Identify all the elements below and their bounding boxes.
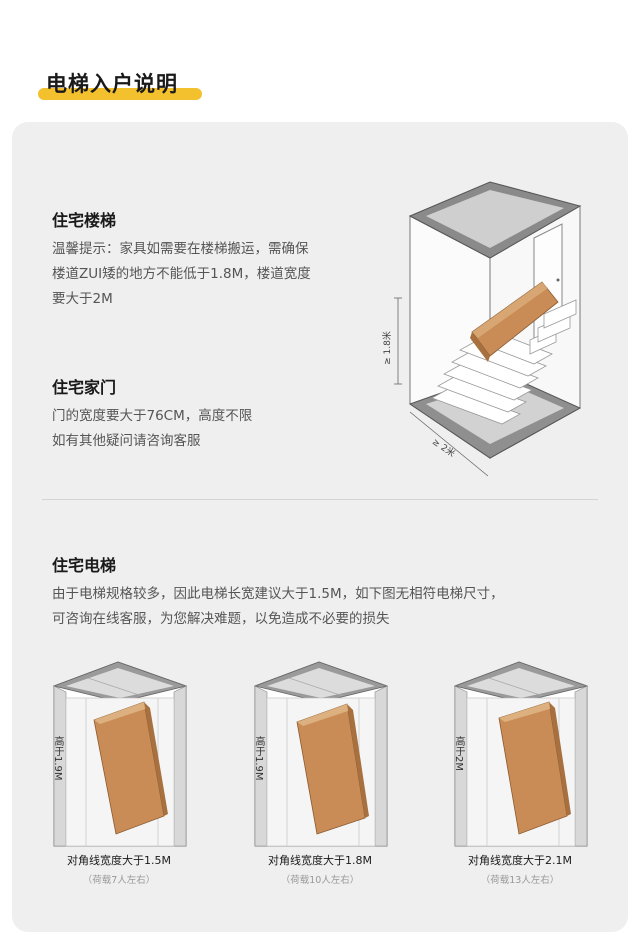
elevator-height-label: 高于1.9M — [52, 736, 63, 781]
title-highlight — [38, 88, 202, 100]
stairs-line: 楼道ZUI矮的地方不能低于1.8M，楼道宽度 — [52, 266, 311, 282]
door-line: 门的宽度要大于76CM，高度不限 — [52, 408, 253, 424]
elevator-caption: 对角线宽度大于1.5M — [67, 854, 171, 867]
elevator-line: 可咨询在线客服，为您解决难题，以免造成不必要的损失 — [52, 611, 390, 627]
page-title: 电梯入户说明 — [46, 72, 178, 96]
elevator-line: 由于电梯规格较多，因此电梯长宽建议大于1.5M，如下图无相符电梯尺寸， — [52, 586, 504, 602]
stairs-text: 温馨提示：家具如需要在楼梯搬运，需确保 楼道ZUI矮的地方不能低于1.8M，楼道… — [52, 237, 311, 312]
elevator-height-label: 高于1.9M — [253, 736, 264, 781]
door-line: 如有其他疑问请咨询客服 — [52, 433, 201, 449]
door-text: 门的宽度要大于76CM，高度不限 如有其他疑问请咨询客服 — [52, 404, 252, 454]
elevator-illustration — [453, 661, 589, 847]
elevator-illustration — [253, 661, 389, 847]
stairs-line: 要大于2M — [52, 291, 113, 307]
elevator-illustration — [52, 661, 188, 847]
elevator-capacity: （荷载10人左右） — [280, 875, 360, 886]
title-wrap: 电梯入户说明 — [38, 68, 208, 104]
door-title: 住宅家门 — [52, 378, 117, 397]
elevator-title: 住宅电梯 — [52, 556, 117, 575]
section-divider — [42, 499, 598, 500]
elevator-height-label: 高于2M — [453, 736, 464, 771]
elevator-capacity: （荷载13人左右） — [480, 875, 560, 886]
stairwell-illustration: ≥ 1.8米 ≥ 2米 — [381, 181, 582, 477]
elevator-card-3: 高于2M 对角线宽度大于2.1M （荷载13人左右） — [447, 658, 593, 886]
elevator-card-2: 高于1.9M 对角线宽度大于1.8M （荷载10人左右） — [247, 658, 393, 886]
stairs-title: 住宅楼梯 — [52, 211, 117, 230]
stairs-height-label: ≥ 1.8米 — [381, 331, 393, 365]
stairs-line: 温馨提示：家具如需要在楼梯搬运，需确保 — [52, 241, 309, 257]
elevator-caption: 对角线宽度大于1.8M — [268, 854, 372, 867]
elevator-caption: 对角线宽度大于2.1M — [468, 854, 572, 867]
elevator-capacity: （荷载7人左右） — [82, 875, 156, 886]
elevator-card-1: 高于1.9M 对角线宽度大于1.5M （荷载7人左右） — [46, 658, 192, 886]
elevator-text: 由于电梯规格较多，因此电梯长宽建议大于1.5M，如下图无相符电梯尺寸， 可咨询在… — [52, 582, 504, 632]
